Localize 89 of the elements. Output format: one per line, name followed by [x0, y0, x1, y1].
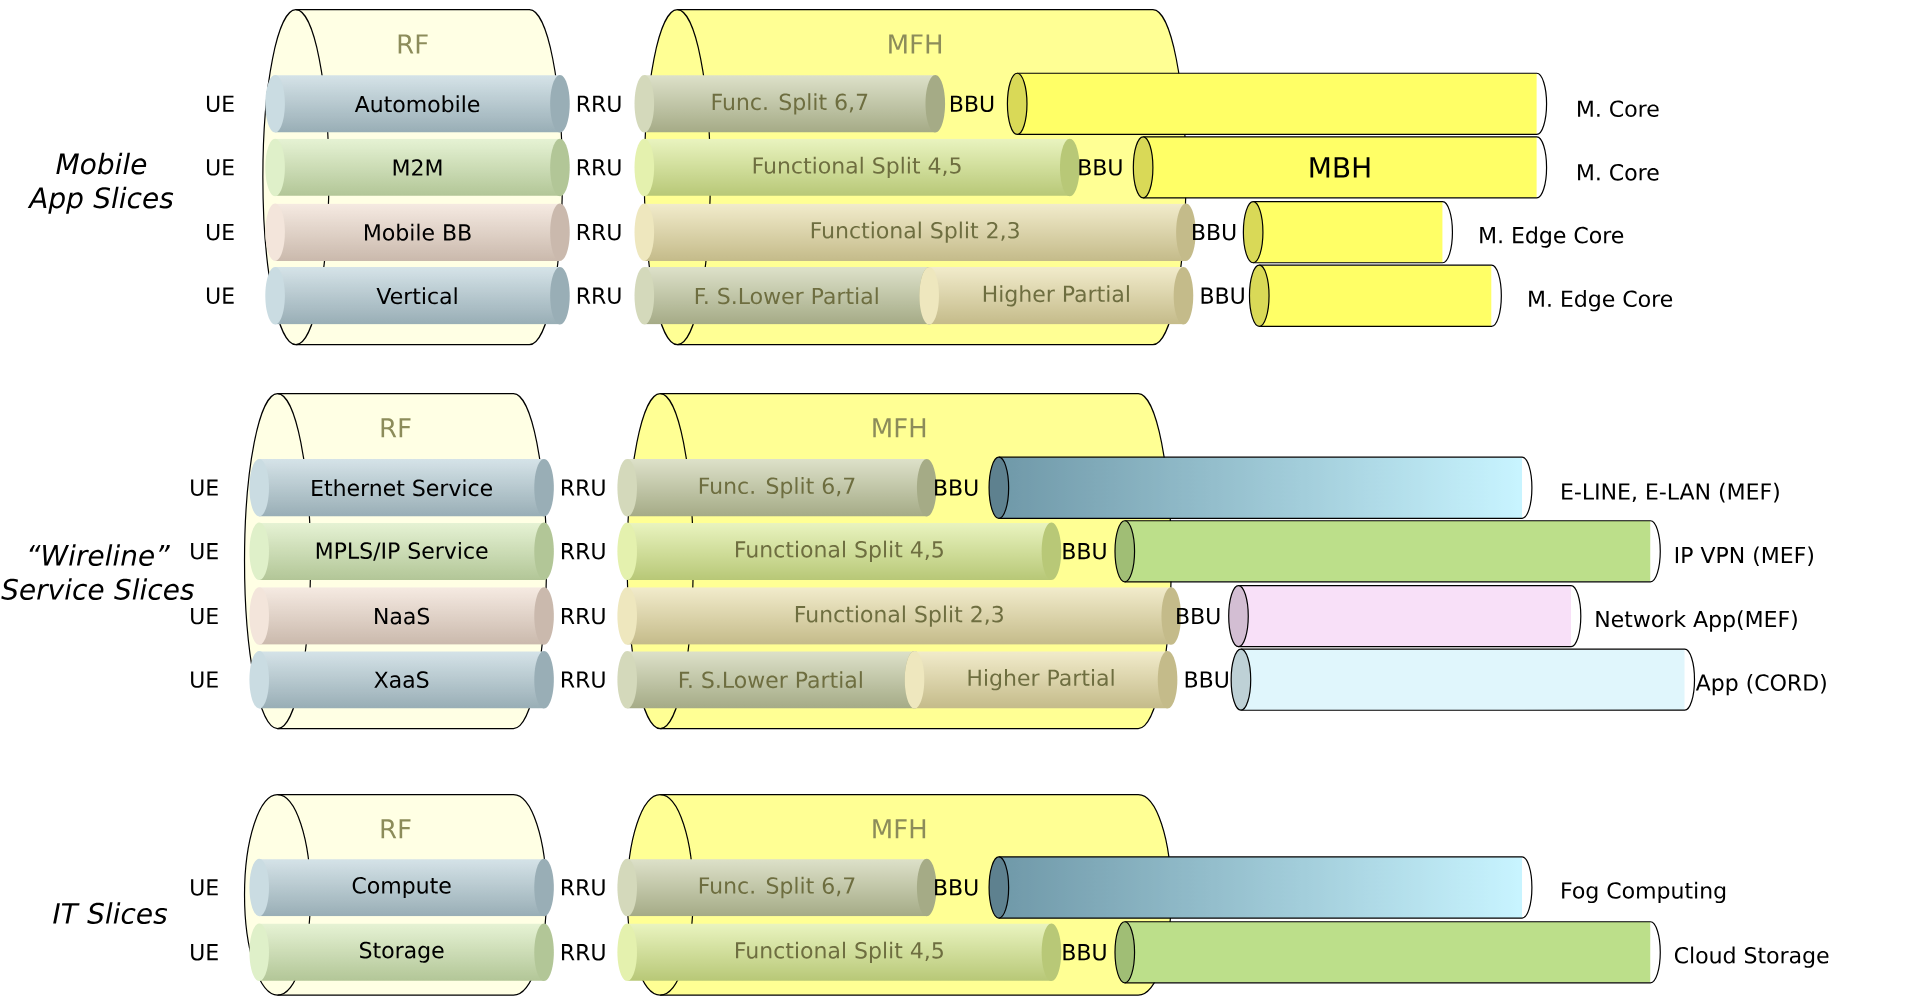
- pipe-label: M. Edge Core: [1480, 226, 1624, 248]
- pipe-label: Network App(MEF): [1596, 610, 1797, 632]
- node-label: NaaS: [375, 607, 430, 625]
- endpoint-label: BBU: [951, 95, 994, 112]
- node-label: Vertical: [376, 287, 457, 305]
- pipe-label: M. Core: [1578, 100, 1659, 118]
- pipe: Vertical: [265, 267, 570, 325]
- endpoint-label: RRU: [562, 479, 605, 496]
- endpoint-label: BBU: [1185, 671, 1228, 688]
- endpoint-label: RRU: [562, 607, 605, 625]
- pipe: XaaS: [249, 650, 554, 709]
- node-label: MPLS/IP Service: [316, 541, 488, 561]
- endpoint-label: BBU: [935, 879, 978, 896]
- pipe: Higher Partial: [919, 267, 1194, 325]
- node-label: Functional Split 2,3: [795, 605, 1003, 627]
- node-label: Higher Partial: [983, 285, 1129, 307]
- pipe-label: E-LINE, E-LAN (MEF): [1562, 482, 1779, 503]
- node-label: Functional Split 2,3: [811, 221, 1019, 243]
- endpoint-label: BBU: [1079, 159, 1122, 176]
- section-title: Mobile App Slices: [27, 152, 174, 214]
- node-label: Higher Partial: [968, 669, 1114, 691]
- endpoint-label: UE: [191, 479, 218, 496]
- node-label: Automobile: [354, 95, 480, 113]
- pipe: Ethernet Service: [249, 459, 554, 517]
- endpoint-label: RRU: [577, 95, 621, 112]
- endpoint-label: UE: [191, 607, 218, 625]
- endpoint-label: RRU: [562, 671, 605, 688]
- pipe-label: App (CORD): [1695, 673, 1826, 696]
- pipe: [1114, 520, 1661, 583]
- pipe-label: IP VPN (MEF): [1675, 546, 1813, 566]
- pipe: [1248, 264, 1502, 327]
- pipe: [988, 856, 1533, 919]
- pipe-label: Fog Computing: [1562, 881, 1726, 904]
- endpoint-label: BBU: [1063, 543, 1106, 560]
- node-label: Func. Split 6,7: [712, 93, 868, 115]
- node-label: Compute: [352, 877, 451, 898]
- endpoint-label: UE: [191, 671, 218, 688]
- pipe: Mobile BB: [265, 203, 570, 261]
- pipe: MPLS/IP Service: [249, 522, 554, 580]
- node-label: MBH: [1310, 157, 1370, 178]
- endpoint-label: RRU: [577, 287, 621, 304]
- endpoint-label: RRU: [562, 879, 605, 896]
- pipe: [1242, 201, 1454, 264]
- pipe: Compute: [249, 858, 554, 917]
- pipe: [1114, 921, 1661, 984]
- pipe: Higher Partial: [904, 650, 1178, 709]
- pipe: [1230, 648, 1696, 711]
- endpoint-label: UE: [207, 95, 234, 112]
- node-label: Functional Split 4,5: [736, 941, 943, 963]
- node-label: Func. Split 6,7: [699, 477, 855, 499]
- endpoint-label: UE: [207, 159, 234, 176]
- pipe-label: M. Core: [1578, 164, 1659, 181]
- pipe: Automobile: [265, 75, 570, 133]
- pipe-label: M. Edge Core: [1529, 290, 1673, 312]
- pipe: MBH: [1132, 136, 1548, 199]
- endpoint-label: UE: [191, 944, 218, 961]
- endpoint-label: UE: [207, 224, 234, 241]
- node-label: Functional Split 4,5: [736, 540, 943, 562]
- endpoint-label: UE: [191, 879, 218, 896]
- endpoint-label: BBU: [935, 479, 978, 496]
- section-title: IT Slices: [53, 902, 168, 924]
- pipe: Functional Split 4,5: [617, 923, 1062, 982]
- endpoint-label: RRU: [577, 159, 621, 176]
- node-label: F. S.Lower Partial: [695, 287, 878, 305]
- endpoint-label: BBU: [1063, 944, 1106, 961]
- node-label: F. S.Lower Partial: [679, 671, 862, 689]
- endpoint-label: RRU: [562, 543, 605, 560]
- endpoint-label: RRU: [577, 224, 621, 241]
- pipe: M2M: [265, 138, 570, 197]
- node-label: Mobile BB: [365, 223, 471, 241]
- pipe: Func. Split 6,7: [634, 75, 946, 133]
- pipe: NaaS: [249, 587, 554, 645]
- pipe: Storage: [249, 923, 554, 982]
- pipe-label: Cloud Storage: [1674, 946, 1829, 968]
- node-label: M2M: [393, 159, 442, 176]
- node-label: Functional Split 4,5: [753, 156, 961, 179]
- pipe: [1006, 72, 1548, 135]
- endpoint-label: BBU: [1193, 224, 1236, 241]
- endpoint-label: RRU: [562, 944, 605, 961]
- pipe: Functional Split 4,5: [634, 138, 1080, 197]
- endpoint-label: UE: [207, 287, 234, 304]
- node-label: Ethernet Service: [312, 479, 492, 497]
- pipe: [988, 456, 1533, 519]
- endpoint-label: BBU: [1201, 287, 1244, 304]
- pipe: Functional Split 4,5: [617, 522, 1062, 580]
- node-label: Func. Split 6,7: [699, 876, 855, 899]
- pipe: [1228, 584, 1582, 648]
- node-label: Storage: [360, 941, 444, 963]
- node-label: XaaS: [374, 671, 429, 688]
